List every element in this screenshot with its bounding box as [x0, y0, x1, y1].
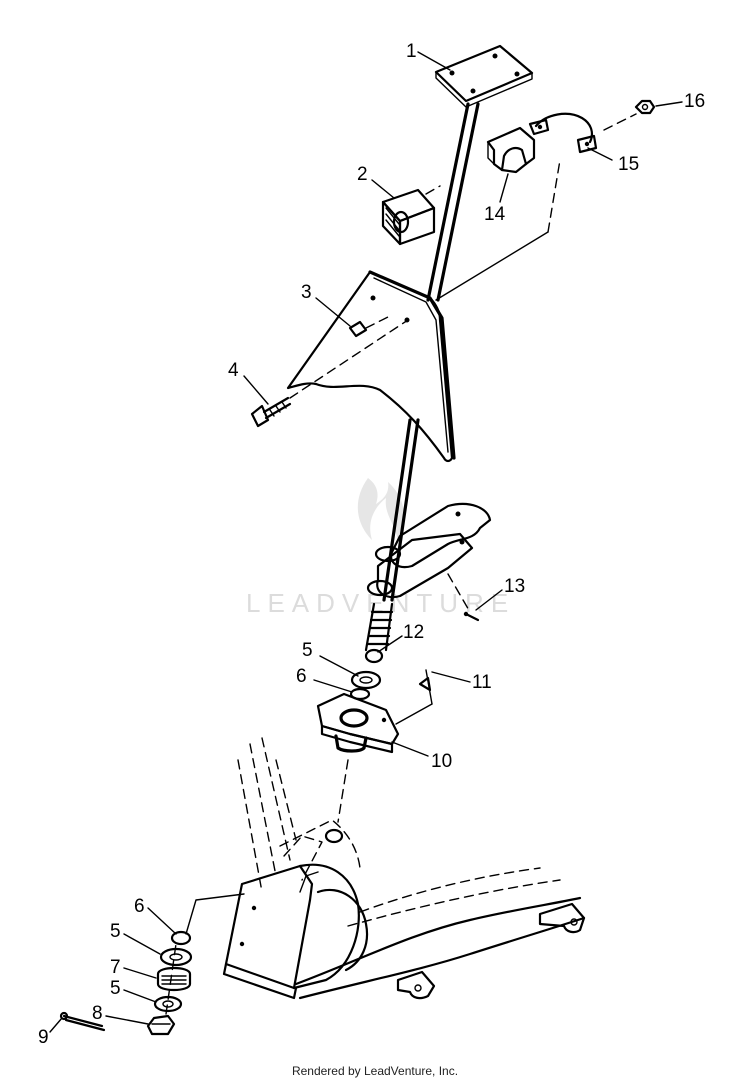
callout-9: 9	[38, 1027, 49, 1048]
part-13-pin	[463, 611, 480, 622]
part-1-steering-shaft	[364, 44, 534, 664]
callout-15: 15	[618, 154, 639, 175]
callout-7: 7	[110, 957, 121, 978]
mounting-bracket	[366, 502, 492, 613]
assembly-lines-top	[435, 113, 637, 301]
part-2-rubber-block	[381, 185, 441, 246]
callout-5-lower-a: 5	[110, 921, 121, 942]
callout-4: 4	[228, 360, 239, 381]
callout-12: 12	[403, 622, 424, 643]
callout-8: 8	[92, 1003, 103, 1024]
frame-chassis	[222, 737, 586, 1000]
part-16-nut	[634, 99, 656, 115]
part-10-support	[316, 692, 433, 754]
callout-10: 10	[431, 751, 452, 772]
part-14-clamp	[486, 126, 536, 174]
callout-6-lower: 6	[134, 896, 145, 917]
part-4-bolt	[250, 319, 409, 428]
callout-1: 1	[406, 41, 417, 62]
callout-labels: 1 2 3 4 5 6 10 11 12 13 14 15 16 6 5 7 5…	[38, 41, 705, 1048]
callout-2: 2	[357, 164, 368, 185]
lower-hardware-stack	[59, 893, 245, 1036]
callout-6-upper: 6	[296, 666, 307, 687]
callout-14: 14	[484, 204, 506, 225]
part-3-bolt	[348, 315, 391, 338]
callout-5-lower-b: 5	[110, 978, 121, 999]
part-11-pin	[418, 669, 433, 705]
washers-upper	[349, 670, 382, 701]
callout-3: 3	[301, 282, 312, 303]
leader-lines	[49, 51, 683, 1033]
callout-11: 11	[472, 672, 492, 693]
part-15-bracket	[528, 112, 598, 154]
callout-16: 16	[684, 91, 705, 112]
assembly-axis	[324, 759, 349, 844]
callout-5-upper: 5	[302, 640, 313, 661]
footer-credit: Rendered by LeadVenture, Inc.	[291, 1064, 459, 1078]
callout-13: 13	[504, 576, 525, 597]
